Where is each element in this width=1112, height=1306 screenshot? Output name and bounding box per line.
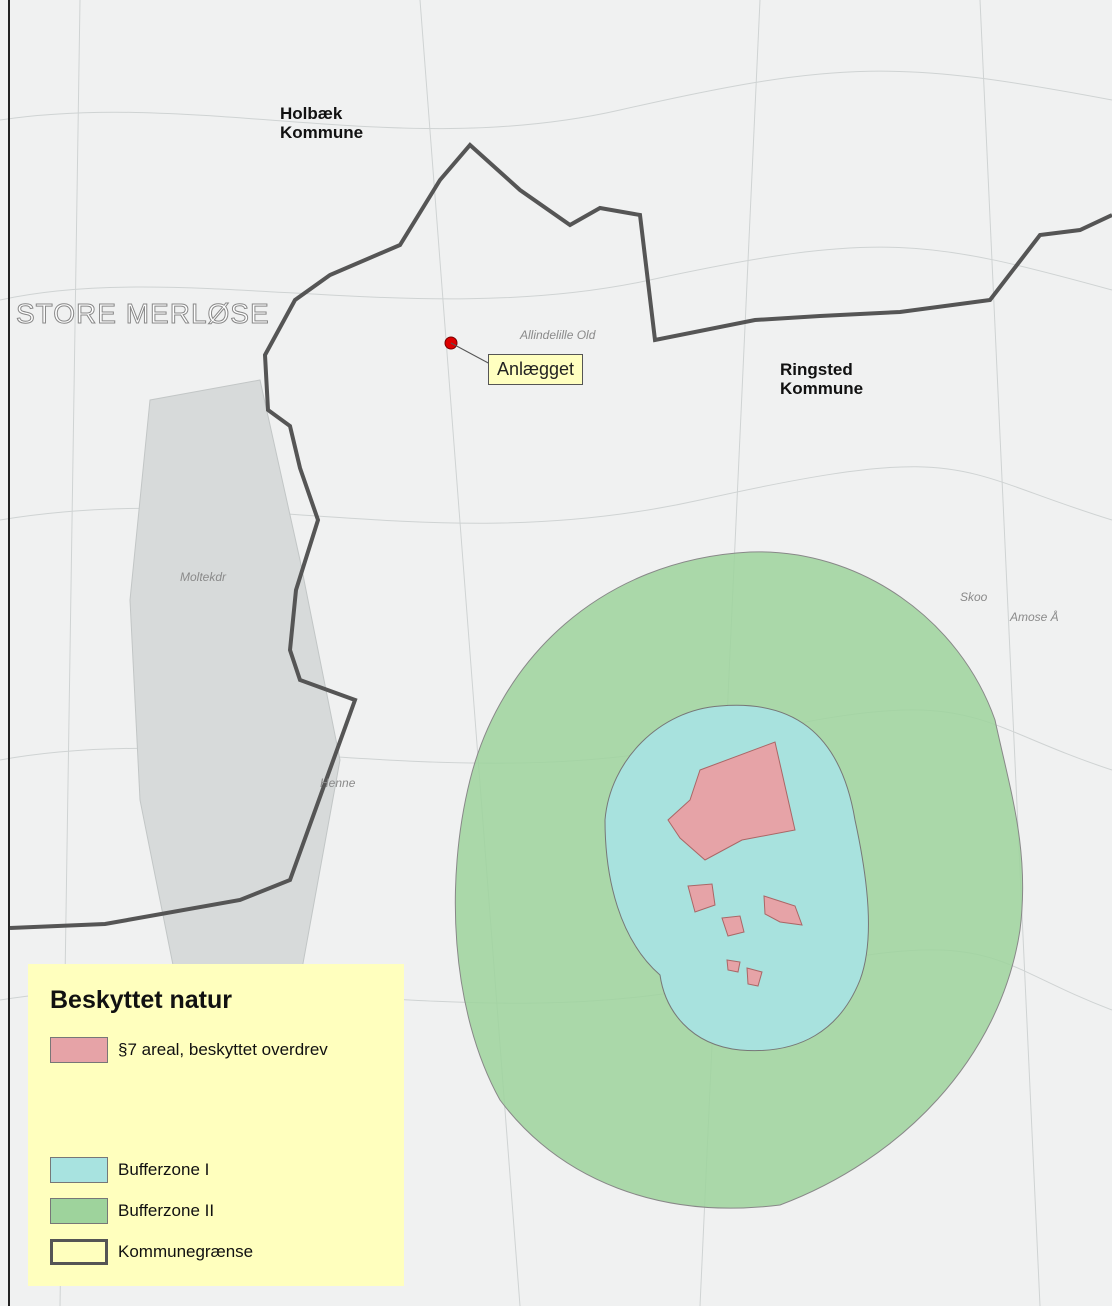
place-label: Henne — [320, 776, 356, 790]
legend-title: Beskyttet natur — [50, 986, 232, 1014]
legend-label: §7 areal, beskyttet overdrev — [118, 1040, 328, 1059]
legend-item-protected: §7 areal, beskyttet overdrev — [50, 1036, 328, 1064]
town-label: STORE MERLØSE — [16, 298, 270, 330]
legend-panel: Beskyttet natur §7 areal, beskyttet over… — [28, 964, 404, 1286]
legend-label: Bufferzone I — [118, 1160, 210, 1179]
legend-item-buffer2: Bufferzone II — [50, 1197, 214, 1225]
holbaek-kommune-label: Holbæk Kommune — [280, 104, 364, 142]
legend-label: Bufferzone II — [118, 1201, 215, 1220]
legend-swatch — [50, 1157, 108, 1183]
legend-swatch — [50, 1198, 108, 1224]
municipal-boundary — [9, 142, 1112, 930]
place-label: Moltekdr — [180, 570, 227, 584]
bufferzone-1-area — [604, 704, 869, 1052]
legend-swatch — [50, 1239, 108, 1265]
legend-swatch — [50, 1037, 108, 1063]
legend-item-buffer1: Bufferzone I — [50, 1156, 209, 1184]
legend-label: Kommunegrænse — [118, 1242, 254, 1261]
forest-area — [129, 379, 341, 1001]
ringsted-kommune-label: Ringsted Kommune — [780, 360, 864, 398]
place-label: Allindelille Old — [520, 328, 596, 342]
place-label: Amose Å — [1010, 610, 1059, 624]
facility-callout: Anlægget — [488, 354, 584, 385]
place-label: Skoo — [960, 590, 988, 604]
legend-item-boundary: Kommunegrænse — [50, 1238, 253, 1266]
map-frame-edge — [8, 0, 10, 1306]
protected-areas — [667, 741, 803, 987]
